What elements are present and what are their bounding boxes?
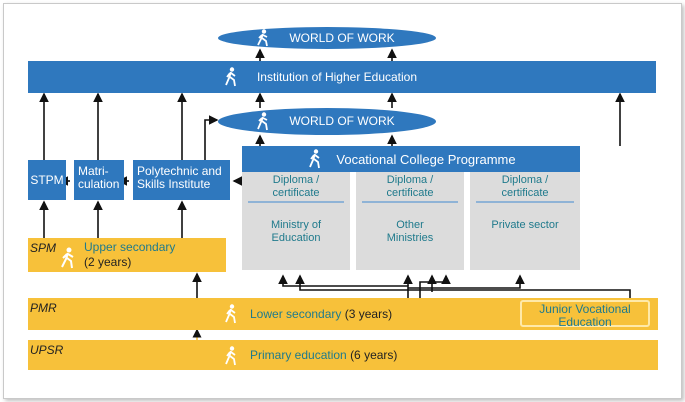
matriculation-label-line2: culation <box>78 177 120 191</box>
column-provider-line1: Ministry of <box>270 219 322 231</box>
world-of-work-mid-label: WORLD OF WORK <box>289 114 395 128</box>
polytechnic-label-line2: Skills Institute <box>137 177 211 191</box>
walking-person-icon <box>224 67 238 90</box>
upsr-tag: UPSR <box>30 343 64 357</box>
column-award-line1: Diploma / <box>501 174 549 186</box>
higher-education-bar: Institution of Higher Education <box>28 61 656 93</box>
column-other-ministries: Diploma / certificate Other Ministries <box>356 172 464 270</box>
world-of-work-top-ellipse: WORLD OF WORK <box>218 27 436 49</box>
column-award-line2: certificate <box>272 187 320 199</box>
running-person-icon <box>60 247 76 274</box>
spm-duration: (2 years) <box>84 255 132 269</box>
matriculation-box: Matri- culation <box>74 160 124 200</box>
divider <box>476 201 574 203</box>
pmr-tag: PMR <box>30 301 57 315</box>
polytechnic-box: Polytechnic and Skills Institute <box>133 160 230 200</box>
pmr-text: Lower secondary (3 years) <box>250 308 392 321</box>
stpm-box: STPM <box>28 160 66 200</box>
column-award-line1: Diploma / <box>272 174 320 186</box>
walking-person-icon <box>308 149 322 172</box>
lower-secondary-bar: PMR Lower secondary (3 years) Junior Voc… <box>28 298 658 330</box>
matriculation-label-line1: Matri- <box>78 164 109 178</box>
world-of-work-top-label: WORLD OF WORK <box>289 30 395 45</box>
divider <box>248 201 344 203</box>
walking-person-icon <box>256 112 270 134</box>
walking-person-icon <box>224 304 238 329</box>
upsr-label: Primary education <box>250 348 347 362</box>
column-private-sector: Diploma / certificate Private sector <box>470 172 580 270</box>
junior-vocational-line2: Education <box>558 315 612 329</box>
higher-education-label: Institution of Higher Education <box>256 69 418 84</box>
column-provider-line1: Other <box>396 219 424 231</box>
upsr-text: Primary education (6 years) <box>250 349 397 362</box>
walking-person-icon <box>256 29 270 50</box>
upper-secondary-bar: SPM Upper secondary (2 years) <box>28 238 226 272</box>
junior-vocational-box: Junior Vocational Education <box>520 300 650 329</box>
divider <box>362 201 458 203</box>
column-award-line2: certificate <box>386 187 434 199</box>
column-award-line1: Diploma / <box>386 174 434 186</box>
spm-tag: SPM <box>30 241 57 255</box>
column-award-line2: certificate <box>501 187 549 199</box>
junior-vocational-line1: Junior Vocational <box>539 302 631 316</box>
stpm-label: STPM <box>30 172 64 187</box>
world-of-work-mid-ellipse: WORLD OF WORK <box>218 108 436 135</box>
spm-label: Upper secondary <box>84 240 176 254</box>
polytechnic-label-line1: Polytechnic and <box>137 164 222 178</box>
upsr-duration: (6 years) <box>350 348 398 362</box>
column-provider-line1: Private sector <box>491 219 559 231</box>
column-provider-line2: Ministries <box>386 232 434 244</box>
vocational-college-label: Vocational College Programme <box>336 151 516 167</box>
primary-education-bar: UPSR Primary education (6 years) <box>28 340 658 370</box>
pmr-duration: (3 years) <box>344 307 393 321</box>
column-ministry-education: Diploma / certificate Ministry of Educat… <box>242 172 350 270</box>
walking-person-icon <box>224 346 238 371</box>
vocational-college-bar: Vocational College Programme <box>242 146 580 172</box>
pmr-label: Lower secondary <box>250 307 342 321</box>
column-provider-line2: Education <box>271 232 321 244</box>
